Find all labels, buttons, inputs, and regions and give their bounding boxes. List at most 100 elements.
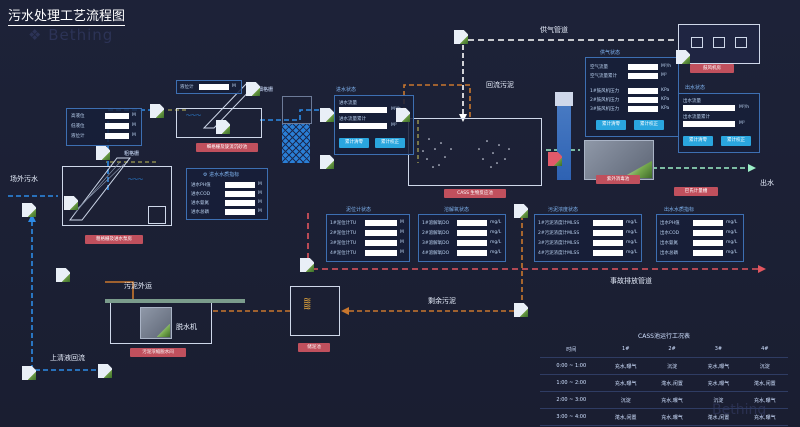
level-gauge-label: 液位计 <box>71 134 85 139</box>
grit-wave: ～～～ <box>186 113 202 119</box>
inflow-reset-button[interactable]: 累计清零 <box>339 138 369 148</box>
bio-inlet-valve-icon[interactable] <box>320 155 334 169</box>
do3-value <box>457 240 487 246</box>
blower1-pressure-unit: KPa <box>661 88 670 93</box>
dewater-deck <box>105 299 245 303</box>
bypass-label: 巴氏计量槽 <box>674 187 718 196</box>
do4-value <box>457 250 487 256</box>
table-cell: 滗水,闲置 <box>741 374 788 392</box>
grit-valve-icon[interactable] <box>216 120 230 134</box>
dewater-machine-label: 脱水机 <box>176 323 197 331</box>
blower-3-icon <box>735 37 747 48</box>
dissolved-oxygen-panel: 1#溶解氧DO mg/L 2#溶解氧DO mg/L 3#溶解氧DO mg/L 4… <box>418 214 506 262</box>
do2-label: 2#溶解氧DO <box>422 231 450 236</box>
mud2-label: 2#泥位计TU <box>330 231 357 236</box>
outflow-calibrate-button[interactable]: 累计校正 <box>721 136 751 146</box>
blower-1-icon <box>691 37 703 48</box>
do1-value <box>457 220 487 226</box>
sludge-outbound-label: 污泥外运 <box>124 282 152 290</box>
table-cell: 沉淀 <box>695 391 742 409</box>
inflow-total-label: 进水流量累计 <box>339 117 366 122</box>
air-flow-label: 空气流量 <box>590 65 608 70</box>
screen-valve-icon[interactable] <box>150 104 164 118</box>
mlss2-unit: mg/L <box>626 230 638 235</box>
inflow-valve-icon[interactable] <box>320 108 334 122</box>
pump-valve-icon[interactable] <box>64 196 78 210</box>
mlss2-value <box>593 230 623 236</box>
excess-sludge-label: 剩余污泥 <box>428 297 456 305</box>
header-pool-4: 4# <box>741 341 788 358</box>
table-cell: 充水,曝气 <box>695 357 742 375</box>
inflow-calibrate-button[interactable]: 累计校正 <box>375 138 405 148</box>
grit-chamber <box>176 108 262 138</box>
blower2-pressure-label: 2#鼓风机压力 <box>590 98 620 103</box>
dewater-valve-icon[interactable] <box>98 364 112 378</box>
sludge-truck-icon[interactable] <box>56 268 70 282</box>
mlss3-unit: mg/L <box>626 240 638 245</box>
outflow-panel: 出水流量 M³/h 出水流量累计 M³ 累计清零 累计校正 <box>678 93 760 153</box>
table-cell: 充水,曝气 <box>648 391 696 409</box>
blower1-pressure-label: 1#鼓风机压力 <box>590 89 620 94</box>
blower2-pressure-value <box>628 97 658 103</box>
emergency-pipe-label: 事故排放管道 <box>610 277 652 285</box>
air-panel-title: 供气状态 <box>600 50 621 56</box>
table-row: 0:00 ~ 1:00 充水,曝气 沉淀 充水,曝气 沉淀 <box>540 357 788 375</box>
inlet-ph-unit: M <box>258 182 262 187</box>
header-pool-3: 3# <box>695 341 742 358</box>
outlet-tp-label: 出水总磷 <box>660 251 678 256</box>
inlet-tp-label: 进水总磷 <box>191 210 209 215</box>
cass-schedule-table: 时间 1# 2# 3# 4# 0:00 ~ 1:00 充水,曝气 沉淀 充水,曝… <box>540 341 788 426</box>
reflux-valve-icon[interactable] <box>396 108 410 122</box>
sludge-pump-icon[interactable] <box>514 204 528 218</box>
grit-level-value <box>199 84 229 90</box>
dewatering-room <box>110 303 212 344</box>
intake-valve-icon[interactable] <box>96 146 110 160</box>
mud1-unit: M <box>400 220 404 225</box>
inlet-tp-unit: M <box>258 209 262 214</box>
inlet-valve-icon[interactable] <box>22 203 36 217</box>
decanter-valve-icon[interactable] <box>548 152 562 166</box>
intake-label: 粗格栅及进水泵房 <box>85 235 143 244</box>
mud-panel-title: 泥位计状态 <box>346 207 372 213</box>
header-pool-1: 1# <box>602 341 649 358</box>
mlss1-unit: mg/L <box>626 220 638 225</box>
do2-unit: mg/L <box>490 230 502 235</box>
watermark: ❖ Bething <box>28 26 114 44</box>
emergency-valve-icon[interactable] <box>300 258 314 272</box>
sludge-storage-tank: ≋≋ <box>290 286 340 336</box>
grit-label: 细格栅及旋流沉砂池 <box>196 143 258 152</box>
air-calibrate-button[interactable]: 累计校正 <box>634 120 664 130</box>
mud3-value <box>365 240 397 246</box>
fine-screen-valve-icon[interactable] <box>246 82 260 96</box>
air-reset-button[interactable]: 累计清零 <box>596 120 626 130</box>
outlet-cod-label: 出水COD <box>660 231 680 236</box>
cass-table-title: CASS池运行工况表 <box>638 333 690 340</box>
outflow-panel-title: 出水状态 <box>685 85 706 91</box>
air-supply-panel: 供气状态 空气流量 M³/h 空气流量累计 M³ 1#鼓风机压力 KPa 2#鼓… <box>585 50 679 137</box>
fine-screen-label: 细格栅 <box>258 87 274 93</box>
table-cell: 充水,曝气 <box>648 408 696 426</box>
decanter-column <box>557 98 571 180</box>
blower-valve-icon[interactable] <box>676 50 690 64</box>
mud-level-panel: 1#泥位计TU M 2#泥位计TU M 3#泥位计TU M 4#泥位计TU M <box>326 214 410 262</box>
table-cell: 沉淀 <box>648 357 696 375</box>
do4-unit: mg/L <box>490 250 502 255</box>
blower2-pressure-unit: KPa <box>661 97 670 102</box>
inlet-quality-title: ⚙ 进水水质指标 <box>203 172 240 178</box>
supernatant-valve-icon[interactable] <box>22 366 36 380</box>
outlet-nh3-unit: mg/L <box>726 240 738 245</box>
low-level-unit: M <box>132 123 136 128</box>
table-cell: 沉淀 <box>602 391 649 409</box>
low-level-value <box>105 123 129 129</box>
level-gauge-unit: M <box>132 133 136 138</box>
blower3-pressure-label: 3#鼓风机压力 <box>590 107 620 112</box>
uv-disinfection-unit <box>584 140 654 180</box>
high-level-label: 高液位 <box>71 114 85 119</box>
table-row: 1:00 ~ 2:00 充水,曝气 滗水,闲置 充水,曝气 滗水,闲置 <box>540 374 788 392</box>
mesh-filter <box>282 123 310 163</box>
outflow-reset-button[interactable]: 累计清零 <box>683 136 713 146</box>
air-valve-icon[interactable] <box>454 30 468 44</box>
excess-sludge-valve-icon[interactable] <box>514 303 528 317</box>
mlss-panel: 1#污泥浓度计MLSS mg/L 2#污泥浓度计MLSS mg/L 3#污泥浓度… <box>534 214 642 262</box>
mud3-label: 3#泥位计TU <box>330 241 357 246</box>
